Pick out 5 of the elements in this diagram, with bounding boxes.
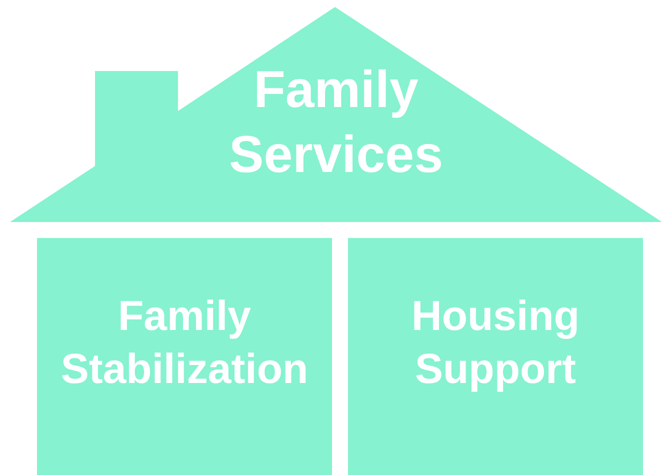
service-panel — [37, 238, 332, 475]
panel-text: Housing Support — [410, 291, 580, 394]
panel-text: Family Stabilization — [60, 291, 310, 394]
service-panel — [348, 238, 643, 475]
heading-text: Family Services — [228, 60, 444, 186]
